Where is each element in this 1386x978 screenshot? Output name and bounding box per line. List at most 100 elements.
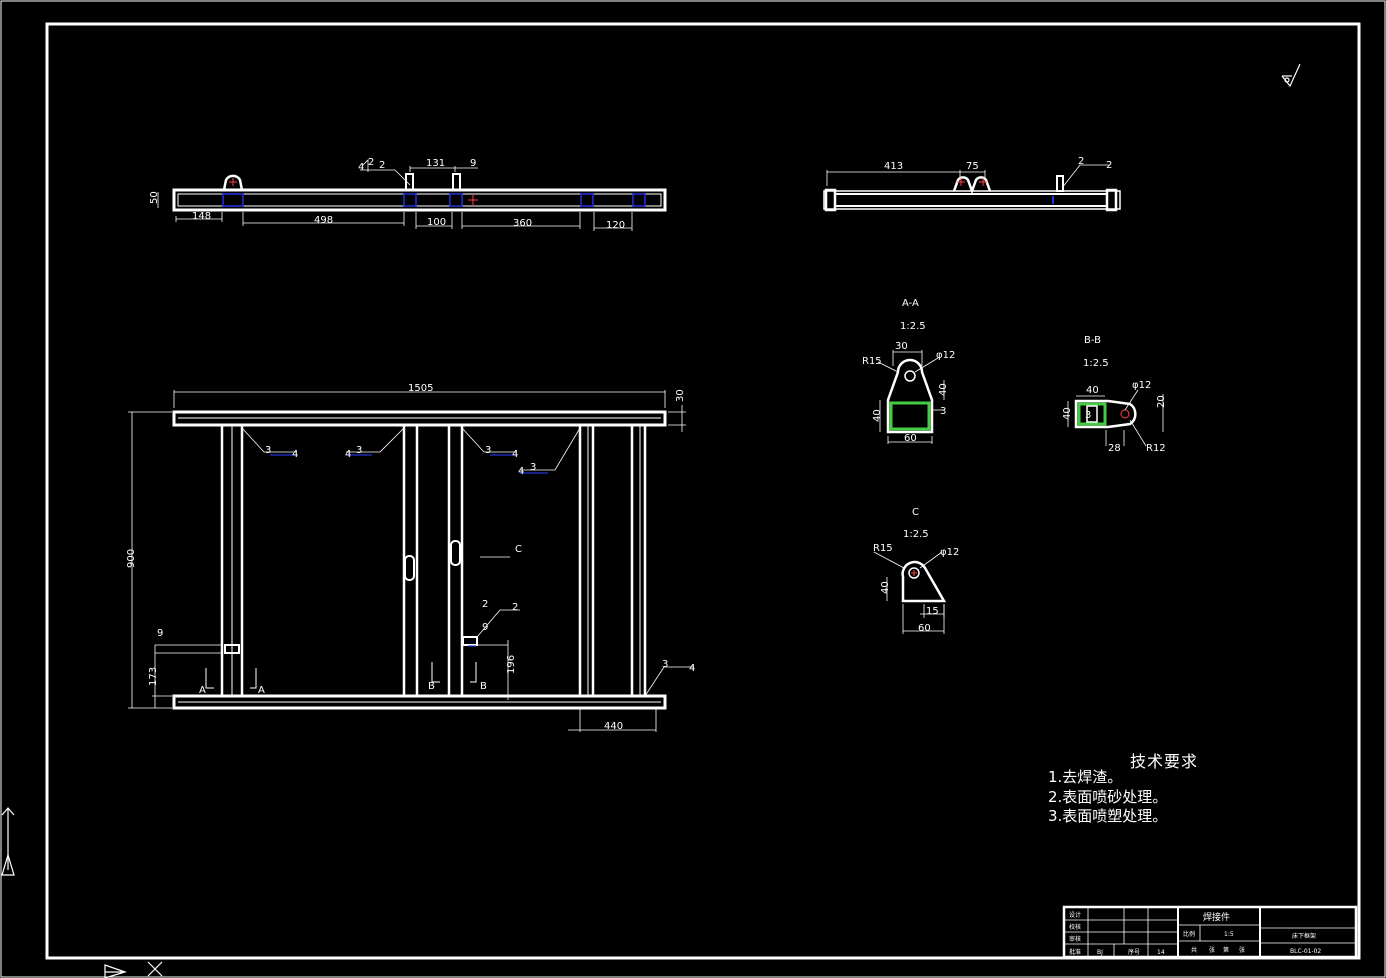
top-weld-4: 4 <box>358 162 364 173</box>
bb-40-left: 40 <box>1062 407 1073 420</box>
weld-3-a: 3 <box>485 445 491 456</box>
requirements-title: 技术要求 <box>1130 752 1199 771</box>
tb-drawing-title: 床下框架 <box>1292 932 1316 940</box>
section-aa-text: A-A 1:2.5 R15 30 φ12 40 40 3 60 <box>862 298 955 444</box>
tb-seq-label: 序号 <box>1128 948 1140 956</box>
top-dim-9: 9 <box>470 158 476 169</box>
weld-3-b: 4 <box>512 449 518 460</box>
detail-c <box>873 551 947 634</box>
section-mark-b-right: B <box>480 681 487 692</box>
tb-sheet-a: 共 <box>1191 946 1197 954</box>
section-aa-scale: 1:2.5 <box>900 321 926 332</box>
front-dim-900: 900 <box>126 549 137 568</box>
top-view: 50 148 498 100 360 120 131 9 4 2 2 <box>149 157 667 231</box>
detail-c-scale: 1:2.5 <box>903 529 929 540</box>
aa-40-left: 40 <box>872 409 883 422</box>
section-aa-title: A-A <box>902 298 919 309</box>
weld-2-a: 4 <box>345 449 351 460</box>
side-view: 413 75 2 2 <box>823 156 1121 212</box>
aa-60: 60 <box>904 433 917 444</box>
side-weld-2b: 2 <box>1106 160 1112 171</box>
front-dim-173: 173 <box>148 667 159 686</box>
detail-c-title: C <box>912 507 919 518</box>
tb-sheet-c: 第 <box>1223 946 1229 954</box>
section-mark-b-left: B <box>428 681 435 692</box>
section-bb-scale: 1:2.5 <box>1083 358 1109 369</box>
side-dim-413: 413 <box>884 161 903 172</box>
detail-c-text: C 1:2.5 R15 φ12 40 15 60 <box>873 507 959 634</box>
bb-r12: R12 <box>1146 443 1166 454</box>
front-dim-9-left: 9 <box>157 628 163 639</box>
front-view-text: 1505 30 900 173 9 196 9 440 3 4 4 3 3 4 … <box>126 383 695 732</box>
top-dim-148: 148 <box>192 211 211 222</box>
section-mark-a-left: A <box>199 685 206 696</box>
drawing-border <box>45 22 1361 960</box>
requirement-item: 1.去焊渣。 <box>1048 768 1123 786</box>
tb-row-review: 审核 <box>1069 935 1081 943</box>
tb-batch: BJ <box>1097 949 1103 956</box>
bb-20: 20 <box>1156 395 1167 408</box>
c-phi12: φ12 <box>940 547 959 558</box>
title-block-text: 设计 校核 审核 批准 BJ 序号 14 焊接件 比例 1:5 共 张 第 张 … <box>1069 911 1321 956</box>
tb-drawing-no: BLC-01-02 <box>1290 948 1321 955</box>
weld-5-b: 4 <box>689 663 695 674</box>
top-dim-498: 498 <box>314 215 333 226</box>
tb-row-check: 校核 <box>1069 923 1081 931</box>
section-bb <box>1067 389 1164 447</box>
title-block <box>1062 905 1358 959</box>
side-weld-2a: 2 <box>1078 156 1084 167</box>
tb-sheet-b: 张 <box>1209 946 1215 954</box>
c-r15: R15 <box>873 543 893 554</box>
tb-seq-val: 14 <box>1157 949 1165 956</box>
weld-5-a: 3 <box>662 659 668 670</box>
section-bb-title: B-B <box>1084 335 1101 346</box>
weld-1-a: 3 <box>265 445 271 456</box>
tb-part-name: 焊接件 <box>1203 911 1230 923</box>
tb-sheet-d: 张 <box>1239 946 1245 954</box>
front-dim-30: 30 <box>675 389 686 402</box>
bb-40-top: 40 <box>1086 385 1099 396</box>
requirements-list: 1.去焊渣。 2.表面喷砂处理。 3.表面喷塑处理。 <box>1048 768 1167 827</box>
ucs-icon <box>1 807 163 978</box>
bb-3: 3 <box>1085 410 1091 421</box>
front-dim-440: 440 <box>604 721 623 732</box>
side-dim-75: 75 <box>966 161 979 172</box>
aa-30: 30 <box>895 341 908 352</box>
top-dim-100: 100 <box>427 217 446 228</box>
tb-row-design: 设计 <box>1069 911 1081 919</box>
aa-r15: R15 <box>862 356 882 367</box>
aa-phi12: φ12 <box>936 350 955 361</box>
top-dim-120: 120 <box>606 220 625 231</box>
top-weld-2b: 2 <box>379 160 385 171</box>
weld-1-b: 4 <box>292 449 298 460</box>
aa-40-right: 40 <box>938 383 949 396</box>
front-dim-1505: 1505 <box>408 383 433 394</box>
section-bb-text: B-B 1:2.5 40 φ12 40 20 3 28 R12 <box>1062 335 1167 454</box>
requirement-item: 2.表面喷砂处理。 <box>1048 787 1168 806</box>
top-weld-2a: 2 <box>368 157 374 168</box>
front-dim-196: 196 <box>506 655 517 674</box>
c-60: 60 <box>918 623 931 634</box>
requirement-item: 3.表面喷塑处理。 <box>1048 807 1168 825</box>
c-40: 40 <box>880 581 891 594</box>
bb-28: 28 <box>1108 443 1121 454</box>
view-mark-c: C <box>515 544 522 555</box>
section-mark-a-right: A <box>258 685 265 696</box>
c-15: 15 <box>926 606 939 617</box>
weld-side-2a: 2 <box>482 599 488 610</box>
weld-4-a: 4 <box>518 466 524 477</box>
tb-scale-label: 比例 <box>1183 930 1195 938</box>
front-dim-9-right: 9 <box>482 622 488 633</box>
weld-2-b: 3 <box>356 445 362 456</box>
top-dim-50: 50 <box>149 191 160 204</box>
bb-phi12: φ12 <box>1132 380 1151 391</box>
top-dim-131: 131 <box>426 158 445 169</box>
top-dim-360: 360 <box>513 218 532 229</box>
weld-side-2b: 2 <box>512 602 518 613</box>
section-aa <box>877 350 945 444</box>
weld-4-b: 3 <box>530 462 536 473</box>
aa-3: 3 <box>940 406 946 417</box>
tb-scale-val: 1:5 <box>1224 931 1234 938</box>
